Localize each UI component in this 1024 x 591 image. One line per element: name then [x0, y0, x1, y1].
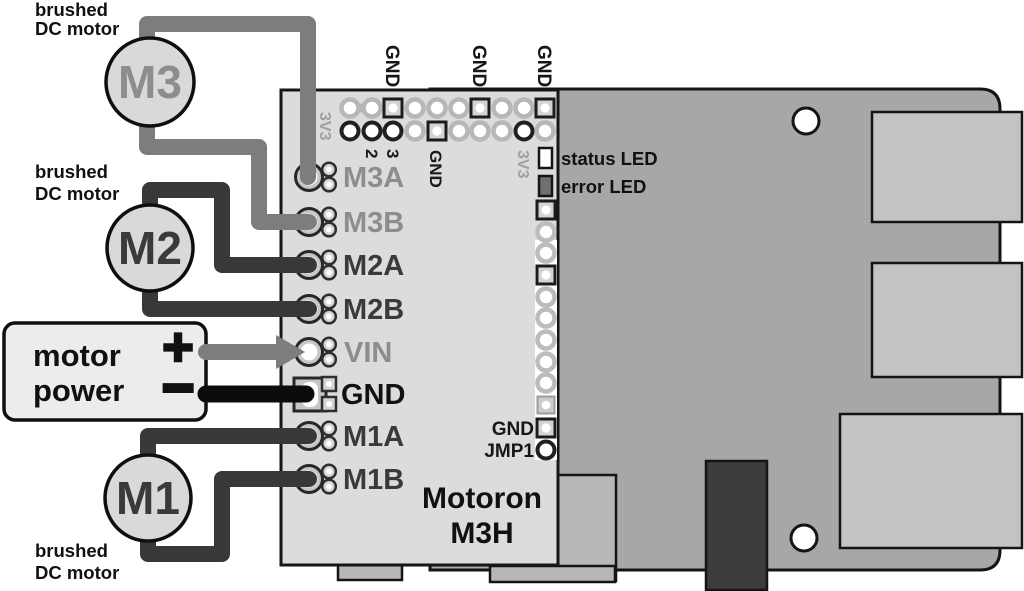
status-led-label: status LED	[561, 148, 658, 169]
terminal-label-m2b: M2B	[343, 294, 404, 326]
pin3-label: 3	[383, 149, 402, 158]
annotation-labels: status LED error LED GND JMP1 Motoron M3…	[422, 148, 658, 550]
terminal-label-m1b: M1B	[343, 464, 404, 496]
m1-motor-body	[103, 453, 193, 543]
m1-caption-line1: brushed	[35, 540, 108, 561]
ethernet-port	[838, 412, 1024, 550]
board-name-line1: Motoron	[422, 482, 542, 515]
power-box-line2: power	[33, 373, 124, 408]
terminal-label-m3b: M3B	[343, 207, 404, 239]
m1b-wire	[140, 471, 317, 562]
m2-caption-line1: brushed	[35, 161, 108, 182]
terminal-label-gnd: GND	[341, 379, 405, 411]
gnd-side-hole	[326, 401, 332, 407]
captions: brushed DC motor brushed DC motor brushe…	[35, 0, 119, 583]
power-box-line1: motor	[33, 338, 121, 373]
terminal-labels: M3A M3B M2A M2B VIN GND M1A M1B	[341, 162, 405, 496]
mounting-hole-bottom	[789, 523, 819, 553]
m1-caption-line2: DC motor	[35, 562, 119, 583]
usb-port-top	[870, 110, 1024, 224]
m3-motor-label: M3	[118, 56, 182, 108]
m2b-wire	[142, 279, 317, 317]
m2-motor-label: M2	[118, 222, 182, 274]
gnd-terminal-pad	[292, 375, 338, 413]
mounting-hole-top	[791, 106, 821, 136]
m3-motor-body	[104, 36, 196, 128]
jumper-gnd-label: GND	[492, 419, 534, 440]
right-3v3-label: 3V3	[514, 150, 531, 179]
m2-caption-line2: DC motor	[35, 183, 119, 204]
m3a-wire	[139, 16, 316, 185]
error-led	[537, 174, 554, 198]
header-gnd-label: GND	[426, 150, 445, 188]
terminal-label-m2a: M2A	[343, 250, 404, 282]
error-led-label: error LED	[561, 176, 646, 197]
header-labels: GND GND GND 3V3 2 3 GND 3V3	[316, 45, 554, 188]
m2-motor: M2	[105, 203, 195, 293]
wires	[139, 16, 317, 562]
m3-motor: M3	[104, 36, 196, 128]
m3-caption-line2: DC motor	[35, 18, 119, 39]
top-gnd-label-3: GND	[533, 45, 554, 87]
m3-caption-line1: brushed	[35, 0, 108, 20]
raspberry-pi-board	[336, 87, 1024, 591]
m1-motor: M1	[103, 453, 193, 543]
arrowhead-icon	[276, 335, 305, 369]
top-gnd-label-1: GND	[381, 45, 402, 87]
m3b-wire	[139, 112, 317, 230]
minus-sign: −	[162, 358, 194, 418]
bottom-tab-right	[488, 564, 617, 584]
terminal-label-vin: VIN	[344, 337, 392, 369]
m1-motor-label: M1	[116, 472, 180, 524]
gnd-side-hole	[326, 381, 332, 387]
top-gnd-label-2: GND	[468, 45, 489, 87]
m2a-wire	[142, 182, 317, 273]
m1a-wire	[140, 428, 317, 466]
motor-power-box: motor power + −	[2, 316, 208, 422]
power-box-outline	[2, 321, 208, 422]
jumper-jmp1-label: JMP1	[484, 441, 534, 462]
terminal-label-m3a: M3A	[343, 162, 404, 194]
dark-connector	[704, 459, 769, 591]
usb-port-middle	[870, 261, 1024, 379]
board-name-line2: M3H	[450, 517, 513, 550]
terminal-label-m1a: M1A	[343, 421, 404, 453]
left-3v3-label: 3V3	[316, 112, 333, 141]
plus-sign: +	[162, 317, 194, 377]
m2-motor-body	[105, 203, 195, 293]
pin2-label: 2	[362, 149, 381, 158]
status-led	[537, 146, 554, 170]
